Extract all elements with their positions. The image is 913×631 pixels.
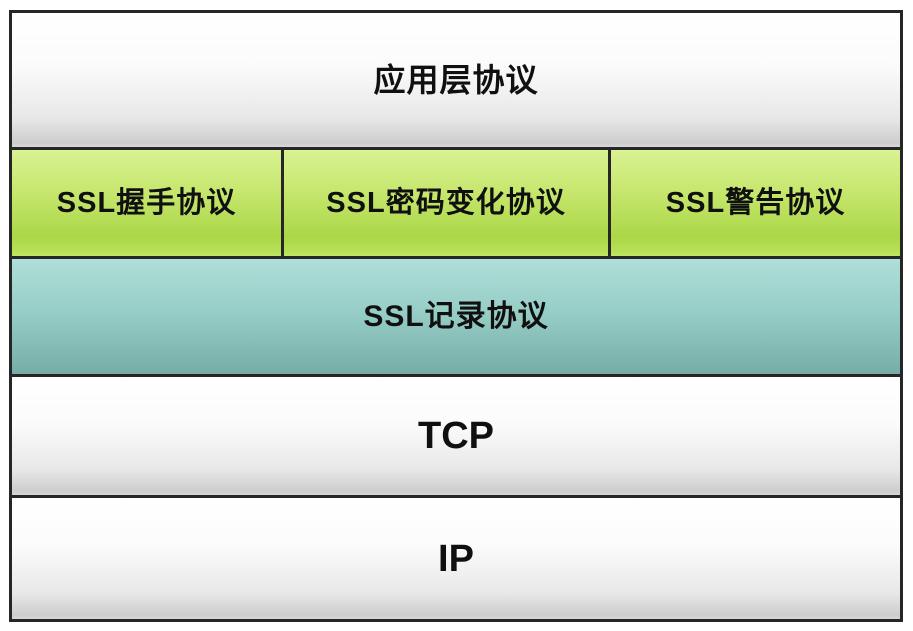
layer-ssl-upper-protocols: SSL握手协议 SSL密码变化协议 SSL警告协议 bbox=[12, 150, 900, 259]
ssl-change-cipher-protocol-label: SSL密码变化协议 bbox=[326, 186, 566, 219]
application-protocol-label: 应用层协议 bbox=[373, 62, 539, 98]
ip-label: IP bbox=[438, 537, 474, 580]
tcp-label: TCP bbox=[418, 415, 494, 457]
cell-ssl-change-cipher-protocol: SSL密码变化协议 bbox=[284, 150, 611, 256]
cell-ssl-alert-protocol: SSL警告协议 bbox=[611, 150, 900, 256]
layer-ip: IP bbox=[12, 498, 900, 619]
ssl-record-protocol-label: SSL记录协议 bbox=[363, 299, 549, 333]
ssl-handshake-protocol-label: SSL握手协议 bbox=[56, 186, 237, 219]
layer-ssl-record-protocol: SSL记录协议 bbox=[12, 259, 900, 377]
layer-application-protocol: 应用层协议 bbox=[12, 13, 900, 150]
layer-tcp: TCP bbox=[12, 377, 900, 498]
ssl-protocol-stack-diagram: 应用层协议 SSL握手协议 SSL密码变化协议 SSL警告协议 SSL记录协议 … bbox=[9, 10, 903, 622]
cell-ssl-handshake-protocol: SSL握手协议 bbox=[12, 150, 284, 256]
ssl-alert-protocol-label: SSL警告协议 bbox=[665, 186, 846, 219]
